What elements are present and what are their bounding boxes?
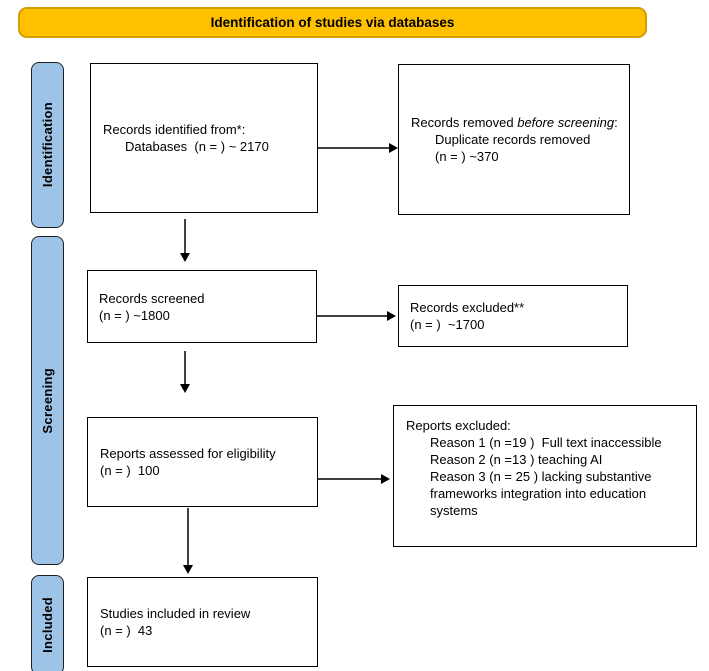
box-records-identified: Records identified from*: Databases (n =…	[90, 63, 318, 213]
records-removed-line1: Records removed before screening:	[411, 114, 621, 131]
reports-excluded-heading: Reports excluded:	[406, 418, 511, 433]
records-removed-post: :	[614, 115, 618, 130]
stage-identification-text: Identification	[40, 102, 55, 188]
arrow-down-icon	[180, 384, 190, 393]
arrow-screened-to-assessed-line	[184, 351, 186, 385]
title-banner-label: Identification of studies via databases	[210, 15, 455, 30]
arrow-right-icon	[387, 311, 396, 321]
records-excluded-line2: (n = ) ~1700	[410, 317, 485, 332]
arrow-right-icon	[381, 474, 390, 484]
arrow-screened-to-excluded-line	[317, 315, 388, 317]
records-removed-line2: Duplicate records removed	[435, 132, 591, 147]
records-removed-line3: (n = ) ~370	[435, 149, 499, 164]
arrow-identified-to-screened-line	[184, 219, 186, 254]
studies-included-line2: (n = ) 43	[100, 623, 153, 638]
studies-included-line1: Studies included in review	[100, 606, 251, 621]
stage-label-included: Included	[31, 575, 64, 671]
arrow-down-icon	[180, 253, 190, 262]
arrow-right-icon	[389, 143, 398, 153]
reports-assessed-line1: Reports assessed for eligibility	[100, 446, 276, 461]
records-excluded-line1: Records excluded**	[410, 300, 525, 315]
records-screened-line2: (n = ) ~1800	[99, 307, 170, 323]
box-records-excluded: Records excluded** (n = ) ~1700	[398, 285, 628, 347]
arrow-assessed-to-included-line	[187, 508, 189, 566]
arrow-down-icon	[183, 565, 193, 574]
stage-screening-text: Screening	[40, 367, 55, 434]
stage-included-text: Included	[40, 597, 55, 653]
stage-label-identification: Identification	[31, 62, 64, 228]
box-reports-excluded: Reports excluded: Reason 1 (n =19 ) Full…	[393, 405, 697, 547]
records-screened-line1: Records screened	[99, 290, 205, 306]
records-identified-line2: Databases (n = ) ~ 2170	[125, 139, 269, 154]
stage-label-screening: Screening	[31, 236, 64, 565]
reports-excluded-reason-3: Reason 3 (n = 25 ) lacking substantive f…	[430, 469, 656, 518]
reports-excluded-reason-2: Reason 2 (n =13 ) teaching AI	[430, 452, 603, 467]
arrow-identified-to-removed-line	[318, 147, 390, 149]
records-removed-pre: Records removed	[411, 115, 518, 130]
box-records-removed: Records removed before screening: Duplic…	[398, 64, 630, 215]
records-removed-italic: before screening	[517, 115, 615, 130]
arrow-assessed-to-reports-excluded-line	[318, 478, 382, 480]
box-reports-assessed: Reports assessed for eligibility (n = ) …	[87, 417, 318, 507]
title-banner: Identification of studies via databases	[18, 7, 647, 38]
records-identified-line1: Records identified from*:	[103, 122, 246, 137]
box-records-screened: Records screened (n = ) ~1800	[87, 270, 317, 343]
reports-assessed-line2: (n = ) 100	[100, 463, 160, 478]
box-studies-included: Studies included in review (n = ) 43	[87, 577, 318, 667]
reports-excluded-reason-1: Reason 1 (n =19 ) Full text inaccessible	[430, 435, 662, 450]
